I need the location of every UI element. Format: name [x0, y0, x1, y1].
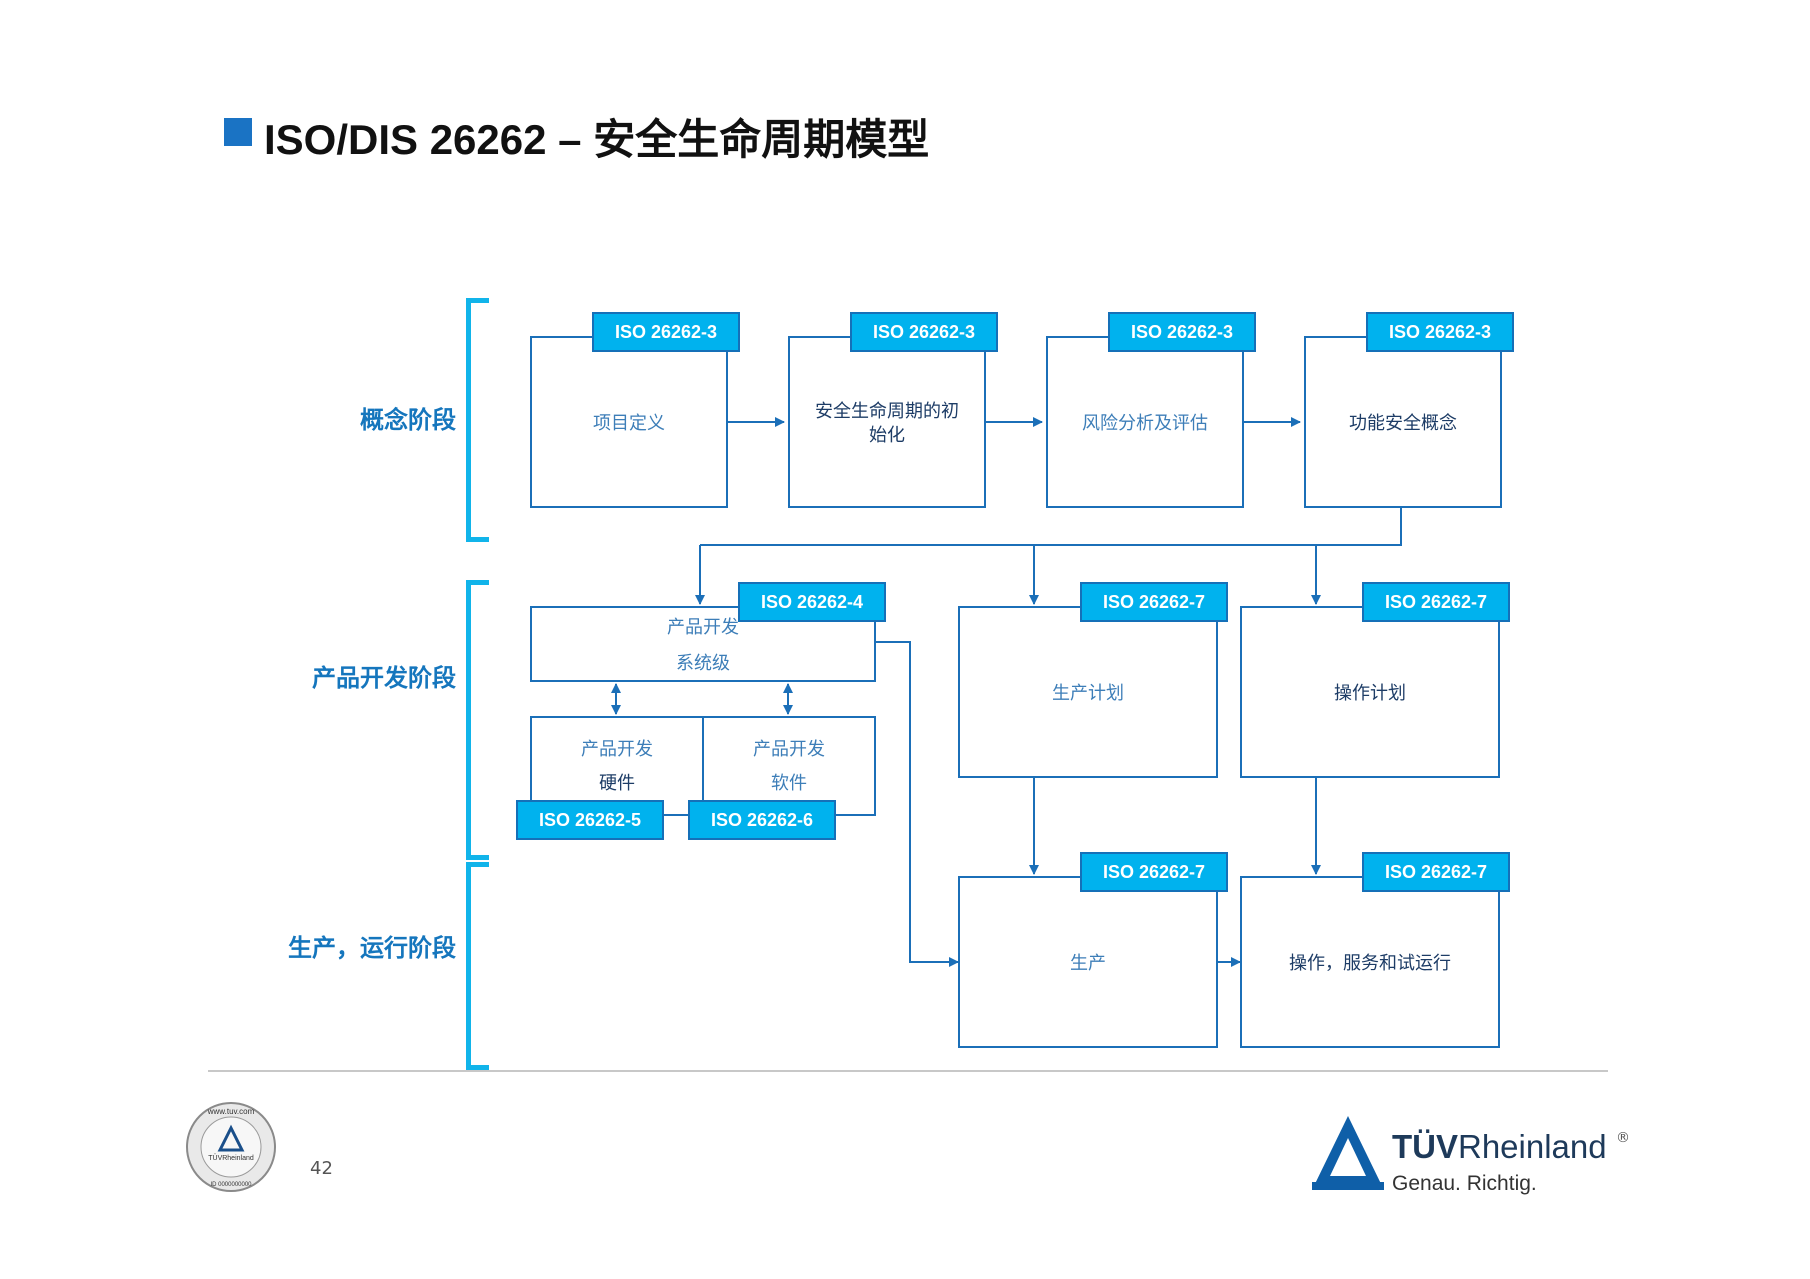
concept-phase-bracket — [466, 298, 489, 542]
iso-26262-3-tag-2: ISO 26262-3 — [850, 312, 998, 352]
production-plan-label: 生产计划 — [1052, 683, 1124, 704]
iso-26262-7-tag-2: ISO 26262-7 — [1362, 582, 1510, 622]
operation-plan-label: 操作计划 — [1334, 683, 1406, 704]
item-definition-label: 项目定义 — [593, 413, 665, 434]
tuv-certification-seal: TÜVRheinland www.tuv.com ID 0000000000 — [186, 1102, 276, 1192]
registered-mark: ® — [1616, 1130, 1630, 1146]
operation-plan-box: 操作计划 — [1240, 606, 1500, 778]
software-development-label-1: 产品开发 — [753, 739, 825, 760]
software-development-box: 产品开发 软件 — [702, 716, 876, 816]
operation-service-label: 操作，服务和试运行 — [1289, 953, 1451, 974]
iso-26262-7-tag-1: ISO 26262-7 — [1080, 582, 1228, 622]
operation-service-box: 操作，服务和试运行 — [1240, 876, 1500, 1048]
lifecycle-init-label-1: 安全生命周期的初 — [815, 401, 959, 422]
system-development-label-2: 系统级 — [676, 653, 730, 674]
hazard-analysis-box: 风险分析及评估 — [1046, 336, 1244, 508]
footer-divider — [208, 1070, 1608, 1072]
hardware-development-box: 产品开发 硬件 — [530, 716, 704, 816]
iso-26262-5-tag: ISO 26262-5 — [516, 800, 664, 840]
hardware-development-label-2: 硬件 — [599, 773, 635, 794]
tuv-triangle-logo-icon — [1312, 1116, 1384, 1190]
iso-26262-3-tag-4: ISO 26262-3 — [1366, 312, 1514, 352]
production-phase-label: 生产，运行阶段 — [288, 934, 456, 962]
lifecycle-init-label-2: 始化 — [869, 425, 905, 446]
iso-26262-7-tag-4: ISO 26262-7 — [1362, 852, 1510, 892]
lifecycle-init-box: 安全生命周期的初 始化 — [788, 336, 986, 508]
brand-name: TÜVRheinland — [1392, 1128, 1607, 1166]
iso-26262-3-tag-1: ISO 26262-3 — [592, 312, 740, 352]
iso-26262-6-tag: ISO 26262-6 — [688, 800, 836, 840]
functional-safety-concept-label: 功能安全概念 — [1349, 413, 1457, 434]
seal-brand-text: TÜVRheinland — [208, 1154, 254, 1162]
iso-26262-4-tag: ISO 26262-4 — [738, 582, 886, 622]
hazard-analysis-label: 风险分析及评估 — [1082, 413, 1208, 434]
iso-26262-3-tag-3: ISO 26262-3 — [1108, 312, 1256, 352]
brand-suffix: Rheinland — [1458, 1128, 1607, 1165]
software-development-label-2: 软件 — [771, 773, 807, 794]
production-plan-box: 生产计划 — [958, 606, 1218, 778]
iso-26262-7-tag-3: ISO 26262-7 — [1080, 852, 1228, 892]
development-phase-bracket — [466, 580, 489, 860]
item-definition-box: 项目定义 — [530, 336, 728, 508]
concept-phase-label: 概念阶段 — [360, 406, 456, 434]
hardware-development-label-1: 产品开发 — [581, 739, 653, 760]
page-number: 42 — [310, 1158, 333, 1179]
arrow-system-to-production — [874, 641, 959, 967]
brand-prefix: TÜV — [1392, 1128, 1458, 1165]
seal-url-text: www.tuv.com — [207, 1107, 255, 1116]
production-phase-bracket — [466, 862, 489, 1070]
brand-slogan: Genau. Richtig. — [1392, 1172, 1537, 1195]
seal-id-text: ID 0000000000 — [210, 1182, 252, 1188]
title-bullet — [224, 118, 252, 146]
functional-safety-concept-box: 功能安全概念 — [1304, 336, 1502, 508]
production-box: 生产 — [958, 876, 1218, 1048]
page-title: ISO/DIS 26262 – 安全生命周期模型 — [264, 116, 930, 163]
development-phase-label: 产品开发阶段 — [312, 664, 456, 692]
fsc-fanout-line — [700, 508, 1402, 546]
system-development-label-1: 产品开发 — [667, 617, 739, 638]
production-label: 生产 — [1070, 953, 1106, 974]
